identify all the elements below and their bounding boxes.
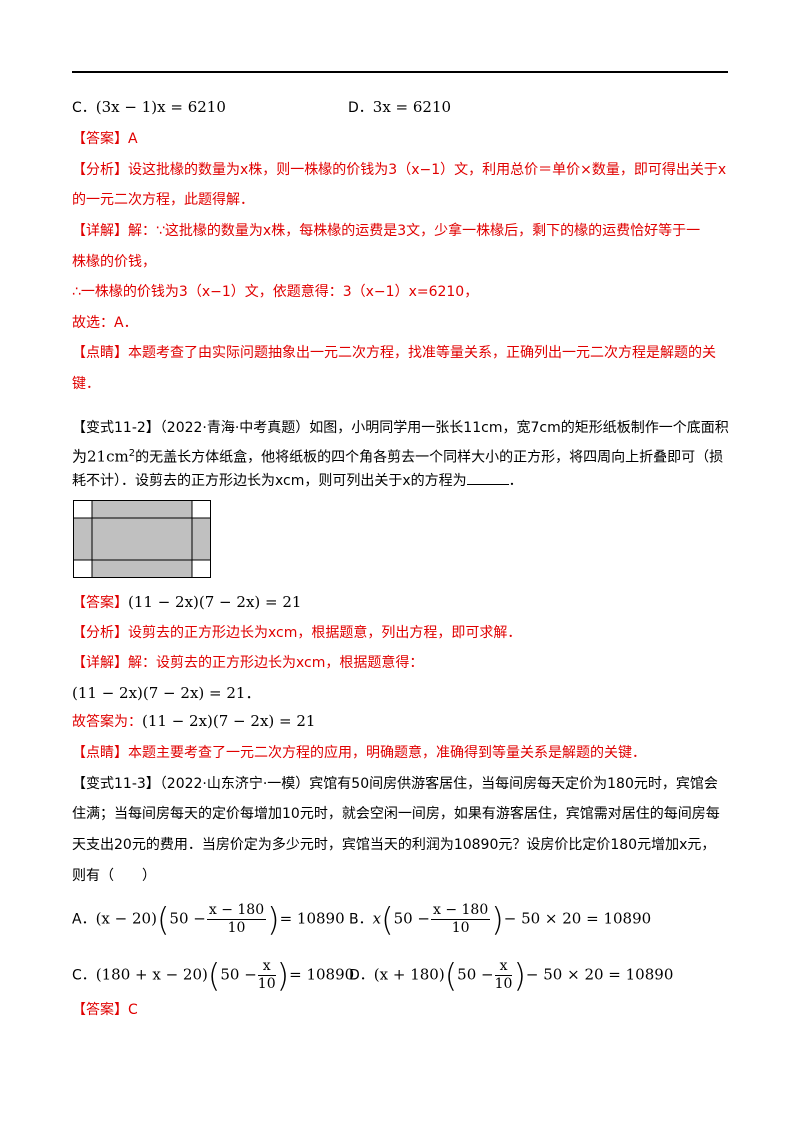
q2-analysis: 【分析】设剪去的正方形边长为xcm，根据题意，列出方程，即可求解．: [72, 625, 522, 641]
q2-comment: 【点睛】本题主要考查了一元二次方程的应用，明确题意，准确得到等量关系是解题的关键…: [72, 745, 646, 761]
q2-answer: 【答案】(11 − 2x)(7 − 2x) = 21: [72, 593, 302, 611]
q2-text-line1: 【变式11-2】（2022·青海·中考真题）如图，小明同学用一张长11cm，宽7…: [72, 420, 729, 436]
q1-option-d: D．3x = 6210: [348, 98, 452, 116]
header-rule: [72, 71, 728, 73]
cardboard-diagram: [73, 500, 211, 578]
q1-detail-line1: 【详解】解：∵这批椽的数量为x株，每株椽的运费是3文，少拿一株椽后，剩下的椽的运…: [72, 223, 701, 239]
q1-detail-line4: 故选：A．: [72, 315, 138, 331]
q2-detail-line1: 【详解】解：设剪去的正方形边长为xcm，根据题意得：: [72, 655, 424, 671]
q3-answer: 【答案】C: [72, 1002, 138, 1018]
q3-text-line4: 则有（ ）: [72, 868, 156, 884]
q1-option-c: C．(3x − 1)x = 6210: [72, 98, 226, 116]
q2-detail-line3: 故答案为：(11 − 2x)(7 − 2x) = 21: [72, 712, 316, 730]
q1-options-row: C．(3x − 1)x = 6210 D．3x = 6210: [72, 97, 732, 118]
q3-text-line1: 【变式11-3】（2022·山东济宁·一模）宾馆有50间房供游客居住，当每间房每…: [72, 776, 718, 792]
q3-text-line3: 天支出20元的费用．当房价定为多少元时，宾馆当天的利润为10890元？设房价比定…: [72, 837, 716, 853]
q2-text-line3: 耗不计）．设剪去的正方形边长为xcm，则可列出关于x的方程为．: [72, 470, 732, 491]
q1-detail-line2: 株椽的价钱，: [72, 254, 156, 270]
q1-analysis-line2: 的一元二次方程，此题得解．: [72, 192, 254, 208]
q2-answer-blank: [466, 470, 509, 485]
cardboard-side-strip: [73, 518, 211, 560]
q1-answer: 【答案】A: [72, 131, 138, 147]
q3-text-line2: 住满；当每间房每天的定价每增加10元时，就会空闲一间房，如果有游客居住，宾馆需对…: [72, 806, 720, 822]
q1-detail-line3: ∴一株椽的价钱为3（x−1）文，依题意得：3（x−1）x=6210，: [72, 284, 479, 300]
q1-analysis-line1: 【分析】设这批椽的数量为x株，则一株椽的价钱为3（x−1）文，利用总价＝单价×数…: [72, 162, 727, 178]
q2-text-line2: 为21cm2的无盖长方体纸盒，他将纸板的四个角各剪去一个同样大小的正方形，将四周…: [72, 447, 724, 466]
q1-comment-line2: 键．: [72, 376, 100, 392]
q2-detail-line2: (11 − 2x)(7 − 2x) = 21．: [72, 684, 261, 702]
q1-comment-line1: 【点睛】本题考查了由实际问题抽象出一元二次方程，找准等量关系，正确列出一元二次方…: [72, 345, 716, 361]
